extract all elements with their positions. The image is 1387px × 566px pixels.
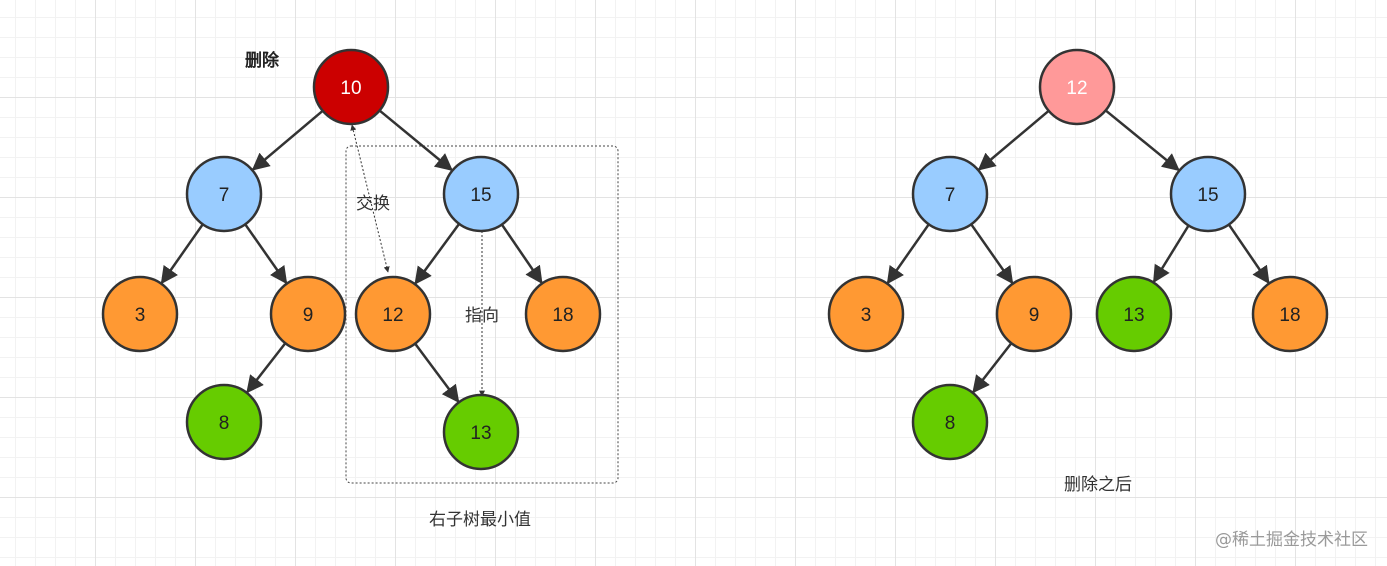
before-node-value: 13 bbox=[470, 423, 491, 444]
before-node-15: 15 bbox=[442, 155, 520, 233]
before-node-circle bbox=[101, 275, 179, 353]
before-node-3: 3 bbox=[101, 275, 179, 353]
after-edge-m12-m15 bbox=[1104, 109, 1180, 172]
after-node-value: 15 bbox=[1197, 185, 1218, 206]
before-edge-n7-n9 bbox=[244, 223, 288, 285]
after-node-18: 18 bbox=[1251, 275, 1329, 353]
before-node-circle bbox=[442, 155, 520, 233]
before-node-value: 10 bbox=[340, 78, 361, 99]
after-node-circle bbox=[1095, 275, 1173, 353]
after-node-value: 7 bbox=[945, 185, 956, 206]
before-node-value: 3 bbox=[135, 305, 146, 326]
after-node-12: 12 bbox=[1038, 48, 1116, 126]
before-node-8: 8 bbox=[185, 383, 263, 461]
before-node-value: 18 bbox=[552, 305, 573, 326]
before-edge-n15-n18 bbox=[500, 223, 543, 285]
before-node-circle bbox=[185, 383, 263, 461]
after-node-circle bbox=[827, 275, 905, 353]
after-node-13: 13 bbox=[1095, 275, 1173, 353]
right-subtree-min-label: 右子树最小值 bbox=[429, 510, 531, 530]
after-node-3: 3 bbox=[827, 275, 905, 353]
before-edge-n10-n7 bbox=[251, 109, 324, 171]
before-node-value: 9 bbox=[303, 305, 314, 326]
before-node-circle bbox=[185, 155, 263, 233]
before-edge-n15-n12 bbox=[414, 223, 461, 285]
delete-label: 删除 bbox=[245, 50, 280, 71]
before-node-18: 18 bbox=[524, 275, 602, 353]
after-node-circle bbox=[1251, 275, 1329, 353]
after-node-8: 8 bbox=[911, 383, 989, 461]
swap-label: 交换 bbox=[356, 194, 390, 214]
after-node-value: 8 bbox=[945, 413, 956, 434]
before-node-9: 9 bbox=[269, 275, 347, 353]
before-node-7: 7 bbox=[185, 155, 263, 233]
before-node-value: 7 bbox=[219, 185, 230, 206]
after-edge-m9-m8 bbox=[972, 342, 1013, 394]
after-edge-m15-m13 bbox=[1152, 224, 1190, 284]
before-edge-n9-n8 bbox=[246, 342, 287, 394]
after-node-value: 13 bbox=[1123, 305, 1144, 326]
after-edge-m12-m7 bbox=[977, 109, 1050, 171]
after-delete-label: 删除之后 bbox=[1064, 475, 1132, 495]
after-node-circle bbox=[1038, 48, 1116, 126]
after-node-circle bbox=[1169, 155, 1247, 233]
before-node-value: 8 bbox=[219, 413, 230, 434]
before-edge-n7-n3 bbox=[160, 223, 204, 285]
point-to-label: 指向 bbox=[465, 306, 499, 326]
after-node-value: 9 bbox=[1029, 305, 1040, 326]
before-node-value: 12 bbox=[382, 305, 403, 326]
before-node-circle bbox=[269, 275, 347, 353]
after-node-7: 7 bbox=[911, 155, 989, 233]
before-edge-n12-n13 bbox=[414, 342, 460, 403]
watermark: @稀土掘金技术社区 bbox=[1215, 530, 1368, 550]
before-node-circle bbox=[442, 393, 520, 471]
swap-dotted-arrow bbox=[350, 124, 390, 273]
after-node-15: 15 bbox=[1169, 155, 1247, 233]
before-node-value: 15 bbox=[470, 185, 491, 206]
after-node-value: 12 bbox=[1066, 78, 1087, 99]
before-node-12: 12 bbox=[354, 275, 432, 353]
before-edge-n10-n15 bbox=[378, 109, 454, 171]
after-node-circle bbox=[911, 383, 989, 461]
after-edge-m7-m9 bbox=[970, 223, 1014, 285]
before-node-circle bbox=[312, 48, 390, 126]
before-node-circle bbox=[524, 275, 602, 353]
after-edge-m15-m18 bbox=[1227, 223, 1270, 285]
after-node-value: 3 bbox=[861, 305, 872, 326]
after-edge-m7-m3 bbox=[886, 223, 930, 285]
after-node-circle bbox=[995, 275, 1073, 353]
after-node-circle bbox=[911, 155, 989, 233]
after-node-value: 18 bbox=[1279, 305, 1300, 326]
before-node-circle bbox=[354, 275, 432, 353]
after-node-9: 9 bbox=[995, 275, 1073, 353]
before-node-13: 13 bbox=[442, 393, 520, 471]
before-node-10: 10 bbox=[312, 48, 390, 126]
